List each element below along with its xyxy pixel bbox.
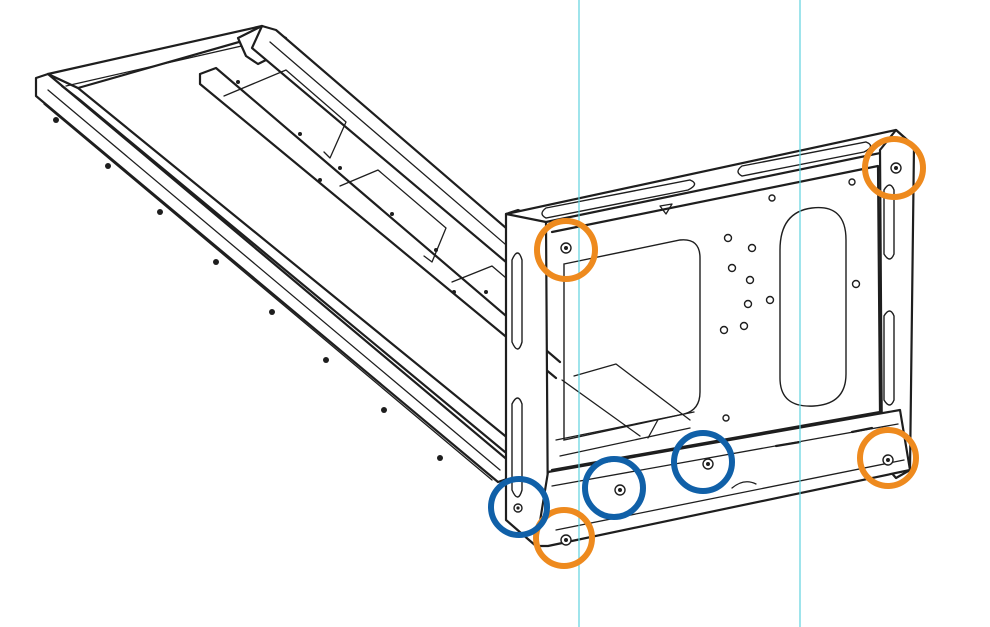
highlight-ring-bottom-mid-2: [671, 430, 735, 494]
back-plate-outline: [550, 164, 882, 472]
bottom-bar-tab: [731, 481, 757, 489]
highlight-ring-bottom-right: [857, 427, 919, 489]
highlight-ring-bottom-mid-1: [582, 456, 646, 520]
back-crossbar: [46, 24, 276, 90]
highlight-ring-edge-left: [488, 476, 550, 538]
front-frame: [504, 128, 916, 548]
back-crossbar-edge: [65, 39, 269, 87]
right-post-slot-upper: [883, 184, 895, 260]
inner-rail-edge: [269, 41, 513, 251]
bottom-bar-markers: [774, 426, 874, 448]
top-bar-slot-right: [737, 141, 872, 177]
right-post-slot-lower: [883, 310, 895, 406]
top-bar-slot-left: [541, 179, 696, 219]
highlight-ring-bottom-left: [533, 507, 595, 569]
highlight-ring-top-left: [534, 218, 598, 282]
rail-holes: [53, 80, 488, 461]
plate-cutout-oval: [779, 206, 847, 407]
left-post-slot-upper: [511, 252, 523, 350]
inner-frame-lines: [555, 363, 695, 457]
rail-frame: [34, 24, 661, 484]
mid-rail: [198, 66, 562, 380]
highlight-rings: [488, 136, 926, 569]
outer-rail-edge-lower: [43, 103, 493, 481]
outer-rail: [34, 72, 512, 484]
left-post-slot-lower: [511, 397, 523, 498]
plate-holes: [719, 178, 861, 422]
mid-rail-brackets: [223, 69, 661, 439]
highlight-ring-top-right: [862, 136, 926, 200]
outer-rail-edge: [47, 89, 501, 471]
outer-rail-flange: [46, 72, 522, 454]
screws: [513, 162, 902, 546]
